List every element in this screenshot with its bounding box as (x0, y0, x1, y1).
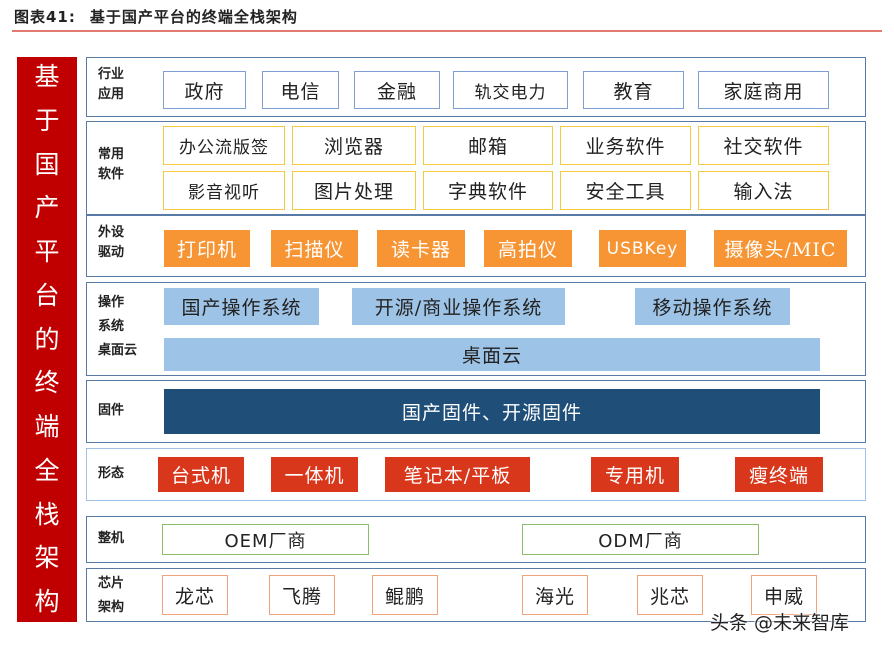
banner-char: 全 (34, 455, 60, 485)
peripheral-item: 扫描仪 (271, 230, 358, 267)
banner-char: 架 (34, 543, 60, 573)
layer-industry: 行业 应用 政府 电信 金融 轨交电力 教育 家庭商用 (86, 57, 866, 117)
os-item: 移动操作系统 (635, 288, 790, 325)
chip-item: 龙芯 (162, 575, 228, 615)
title-divider (12, 30, 882, 32)
os-item: 国产操作系统 (164, 288, 319, 325)
banner-char: 国 (34, 149, 60, 179)
figure-title: 图表41: 基于国产平台的终端全栈架构 (14, 6, 298, 27)
chip-item: 飞腾 (269, 575, 335, 615)
layer-chip: 芯片 架构 龙芯 飞腾 鲲鹏 海光 兆芯 申威 (86, 568, 866, 622)
layer-software: 常用 软件 办公流版签 浏览器 邮箱 业务软件 社交软件 影音视听 图片处理 字… (86, 121, 866, 215)
form-item: 一体机 (271, 457, 358, 492)
os-item: 开源/商业操作系统 (352, 288, 565, 325)
peripheral-item: 高拍仪 (484, 230, 572, 267)
software-item: 邮箱 (423, 126, 553, 165)
software-item: 图片处理 (292, 171, 416, 210)
industry-item: 政府 (163, 71, 246, 109)
layer-form: 形态 台式机 一体机 笔记本/平板 专用机 瘦终端 (86, 448, 866, 501)
form-item: 专用机 (591, 457, 679, 492)
chip-item: 海光 (522, 575, 588, 615)
banner-char: 平 (34, 237, 60, 266)
layer-machine: 整机 OEM厂商 ODM厂商 (86, 516, 866, 563)
layer-label: 芯片 架构 (98, 576, 125, 615)
side-banner: 基 于 国 产 平 台 的 终 端 全 栈 架 构 (17, 57, 77, 622)
figure-number: 图表41: (14, 8, 76, 26)
machine-item-odm: ODM厂商 (522, 524, 759, 555)
machine-item-oem: OEM厂商 (162, 524, 369, 555)
chip-item: 申威 (751, 575, 817, 615)
software-item: 输入法 (698, 171, 829, 210)
software-item: 字典软件 (423, 171, 553, 210)
form-item: 瘦终端 (735, 457, 823, 492)
layer-label: 外设 驱动 (98, 225, 125, 260)
layer-label: 行业 应用 (98, 67, 125, 102)
layer-label: 操作 系统 桌面云 (98, 295, 138, 358)
banner-char: 台 (34, 280, 60, 310)
banner-char: 于 (34, 105, 60, 135)
layer-peripherals: 外设 驱动 打印机 扫描仪 读卡器 高拍仪 USBKey 摄像头/MIC (86, 215, 866, 277)
industry-item: 教育 (583, 71, 684, 109)
layer-os: 操作 系统 桌面云 国产操作系统 开源/商业操作系统 移动操作系统 桌面云 (86, 282, 866, 376)
software-item: 浏览器 (292, 126, 416, 165)
peripheral-item: 摄像头/MIC (714, 230, 847, 267)
chip-item: 鲲鹏 (372, 575, 438, 615)
form-item: 台式机 (158, 457, 244, 492)
software-item: 业务软件 (560, 126, 691, 165)
layer-label: 整机 (98, 531, 125, 546)
banner-char: 产 (34, 193, 60, 223)
banner-char: 终 (34, 368, 60, 398)
form-item: 笔记本/平板 (385, 457, 530, 492)
software-item: 社交软件 (698, 126, 829, 165)
firmware-bar: 国产固件、开源固件 (164, 389, 820, 434)
banner-char: 栈 (34, 499, 60, 529)
layer-label: 固件 (98, 403, 125, 418)
peripheral-item: USBKey (599, 230, 686, 267)
layer-firmware: 固件 国产固件、开源固件 (86, 380, 866, 443)
watermark: 头条 @未来智库 (710, 612, 850, 634)
software-item: 影音视听 (163, 171, 285, 210)
layer-label: 形态 (98, 466, 125, 481)
desktop-cloud-bar: 桌面云 (164, 338, 820, 371)
peripheral-item: 打印机 (164, 230, 250, 267)
banner-char: 基 (34, 62, 60, 91)
banner-char: 构 (34, 587, 60, 616)
banner-char: 的 (34, 324, 60, 354)
figure-title-text: 基于国产平台的终端全栈架构 (89, 8, 298, 26)
industry-item: 金融 (354, 71, 440, 109)
layer-label: 常用 软件 (98, 147, 125, 182)
industry-item: 电信 (262, 71, 339, 109)
banner-char: 端 (34, 412, 60, 441)
software-item: 办公流版签 (163, 126, 285, 165)
industry-item: 轨交电力 (453, 71, 568, 109)
industry-item: 家庭商用 (698, 71, 829, 109)
chip-item: 兆芯 (637, 575, 703, 615)
software-item: 安全工具 (560, 171, 691, 210)
peripheral-item: 读卡器 (377, 230, 465, 267)
